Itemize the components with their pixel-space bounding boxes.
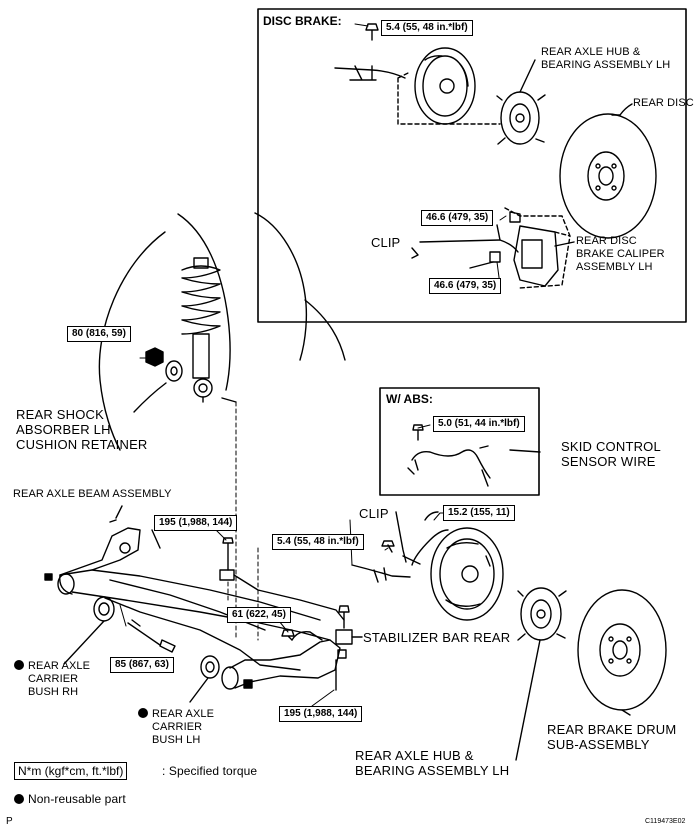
label-rear-disc: REAR DISC xyxy=(633,97,694,109)
legend-torque-desc: : Specified torque xyxy=(162,764,258,778)
non-reusable-dot-icon xyxy=(14,660,24,670)
shock-nut-and-retainer xyxy=(133,347,183,413)
torque-stab-bar-bolt: 61 (622, 45) xyxy=(227,607,291,623)
label-rear-brake-drum: REAR BRAKE DRUM SUB-ASSEMBLY xyxy=(547,722,677,752)
label-clip-bottom: CLIP xyxy=(359,506,389,521)
non-reusable-dot-icon xyxy=(138,708,148,718)
carrier-bushes xyxy=(63,596,220,703)
disc-brake-title: DISC BRAKE: xyxy=(263,14,342,28)
torque-caliper-lower: 46.6 (479, 35) xyxy=(429,278,502,294)
torque-drum-plate-bolt: 5.4 (55, 48 in.*lbf) xyxy=(272,534,364,550)
torque-disc-plate-bolt: 5.4 (55, 48 in.*lbf) xyxy=(381,20,473,36)
label-rear-axle-hub-top: REAR AXLE HUB & BEARING ASSEMBLY LH xyxy=(541,46,671,71)
abs-frame xyxy=(379,387,540,496)
drum-brake-parts xyxy=(351,511,667,761)
torque-stab-link-lower: 195 (1,988, 144) xyxy=(279,706,363,722)
body-panel-outline xyxy=(98,212,346,451)
abs-title: W/ ABS: xyxy=(386,392,433,406)
label-carrier-bush-rh: REAR AXLE CARRIER BUSH RH xyxy=(14,660,90,699)
label-caliper: REAR DISC BRAKE CALIPER ASSEMBLY LH xyxy=(576,235,665,273)
torque-brake-line-union: 15.2 (155, 11) xyxy=(443,505,515,521)
label-skid-control-sensor: SKID CONTROL SENSOR WIRE xyxy=(561,439,661,469)
label-clip-top: CLIP xyxy=(371,235,401,250)
disc-brake-parts xyxy=(334,23,657,289)
label-shock-cushion-retainer: REAR SHOCK ABSORBER LH CUSHION RETAINER xyxy=(16,407,148,452)
torque-abs-sensor-bolt: 5.0 (51, 44 in.*lbf) xyxy=(433,416,525,432)
non-reusable-dot-icon xyxy=(14,794,24,804)
torque-stab-link-upper: 195 (1,988, 144) xyxy=(154,515,238,531)
label-rear-axle-hub-bottom: REAR AXLE HUB & BEARING ASSEMBLY LH xyxy=(355,748,510,778)
legend-non-reusable: Non-reusable part xyxy=(14,793,126,806)
legend-torque-unit: N*m (kgf*cm, ft.*lbf) xyxy=(14,762,128,780)
torque-caliper-upper: 46.6 (479, 35) xyxy=(421,210,494,226)
abs-sensor-wire xyxy=(407,424,541,487)
label-rear-axle-beam: REAR AXLE BEAM ASSEMBLY xyxy=(13,488,172,500)
shock-and-spring xyxy=(181,257,237,403)
footer-page-letter: P xyxy=(6,816,13,827)
label-stabilizer-bar: STABILIZER BAR REAR xyxy=(363,630,511,645)
torque-carrier-bolt: 85 (867, 63) xyxy=(110,657,174,673)
label-carrier-bush-lh: REAR AXLE CARRIER BUSH LH xyxy=(138,708,214,747)
footer-figure-code: C119473E02 xyxy=(645,818,686,825)
disc-brake-frame xyxy=(257,8,687,323)
stabilizer-parts xyxy=(219,537,363,691)
torque-shock-nut: 80 (816, 59) xyxy=(67,326,131,342)
